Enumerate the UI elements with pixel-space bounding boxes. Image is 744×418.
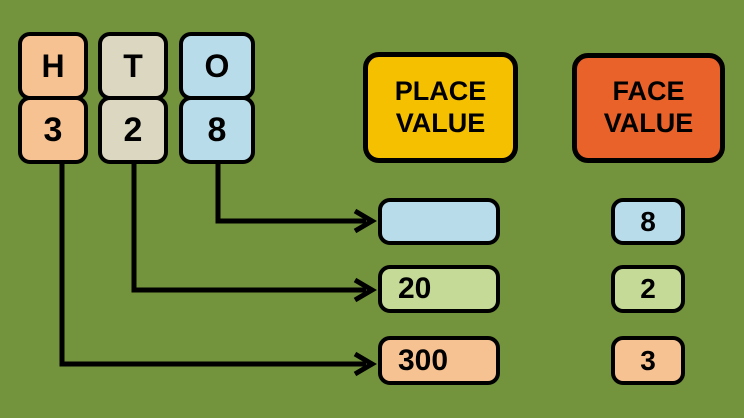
digit-tile-ones: 8 [179,96,255,164]
digit-label-ones: 8 [207,111,227,149]
header-tile-tens: T [98,32,168,100]
face-value-heading-line1: FACE [612,76,685,107]
digit-tile-hundreds: 3 [18,96,88,164]
digit-label-tens: 2 [123,111,143,149]
place-value-heading: PLACE VALUE [363,52,518,163]
header-label-ones: O [204,48,230,84]
place-value-box-hundreds-value: 300 [398,343,449,377]
face-value-heading: FACE VALUE [572,53,725,163]
place-value-box-tens-value: 20 [398,272,432,305]
arrowhead-ones [353,208,377,234]
place-value-box-tens[interactable]: 20 [378,265,500,313]
place-value-heading-line1: PLACE [394,75,487,106]
place-value-box-ones[interactable] [378,198,500,245]
header-tile-ones: O [179,32,255,100]
header-tile-hundreds: H [18,32,88,100]
header-label-tens: T [123,48,143,84]
connector-tens [131,162,366,293]
face-value-box-hundreds-value: 3 [640,344,656,376]
face-value-box-ones-value: 8 [640,205,656,237]
digit-tile-tens: 2 [98,96,168,164]
face-value-box-ones: 8 [611,198,685,245]
header-label-hundreds: H [41,48,65,84]
connector-hundreds [59,162,366,367]
face-value-box-tens: 2 [611,265,685,313]
place-value-heading-line2: VALUE [395,107,486,138]
place-value-box-hundreds[interactable]: 300 [378,336,500,385]
face-value-box-hundreds: 3 [611,336,685,385]
digit-label-hundreds: 3 [43,111,63,149]
arrowhead-hundreds [353,351,377,377]
face-value-heading-line2: VALUE [603,108,694,138]
connector-ones [215,162,366,224]
arrowhead-tens [353,277,377,303]
face-value-box-tens-value: 2 [640,273,656,304]
